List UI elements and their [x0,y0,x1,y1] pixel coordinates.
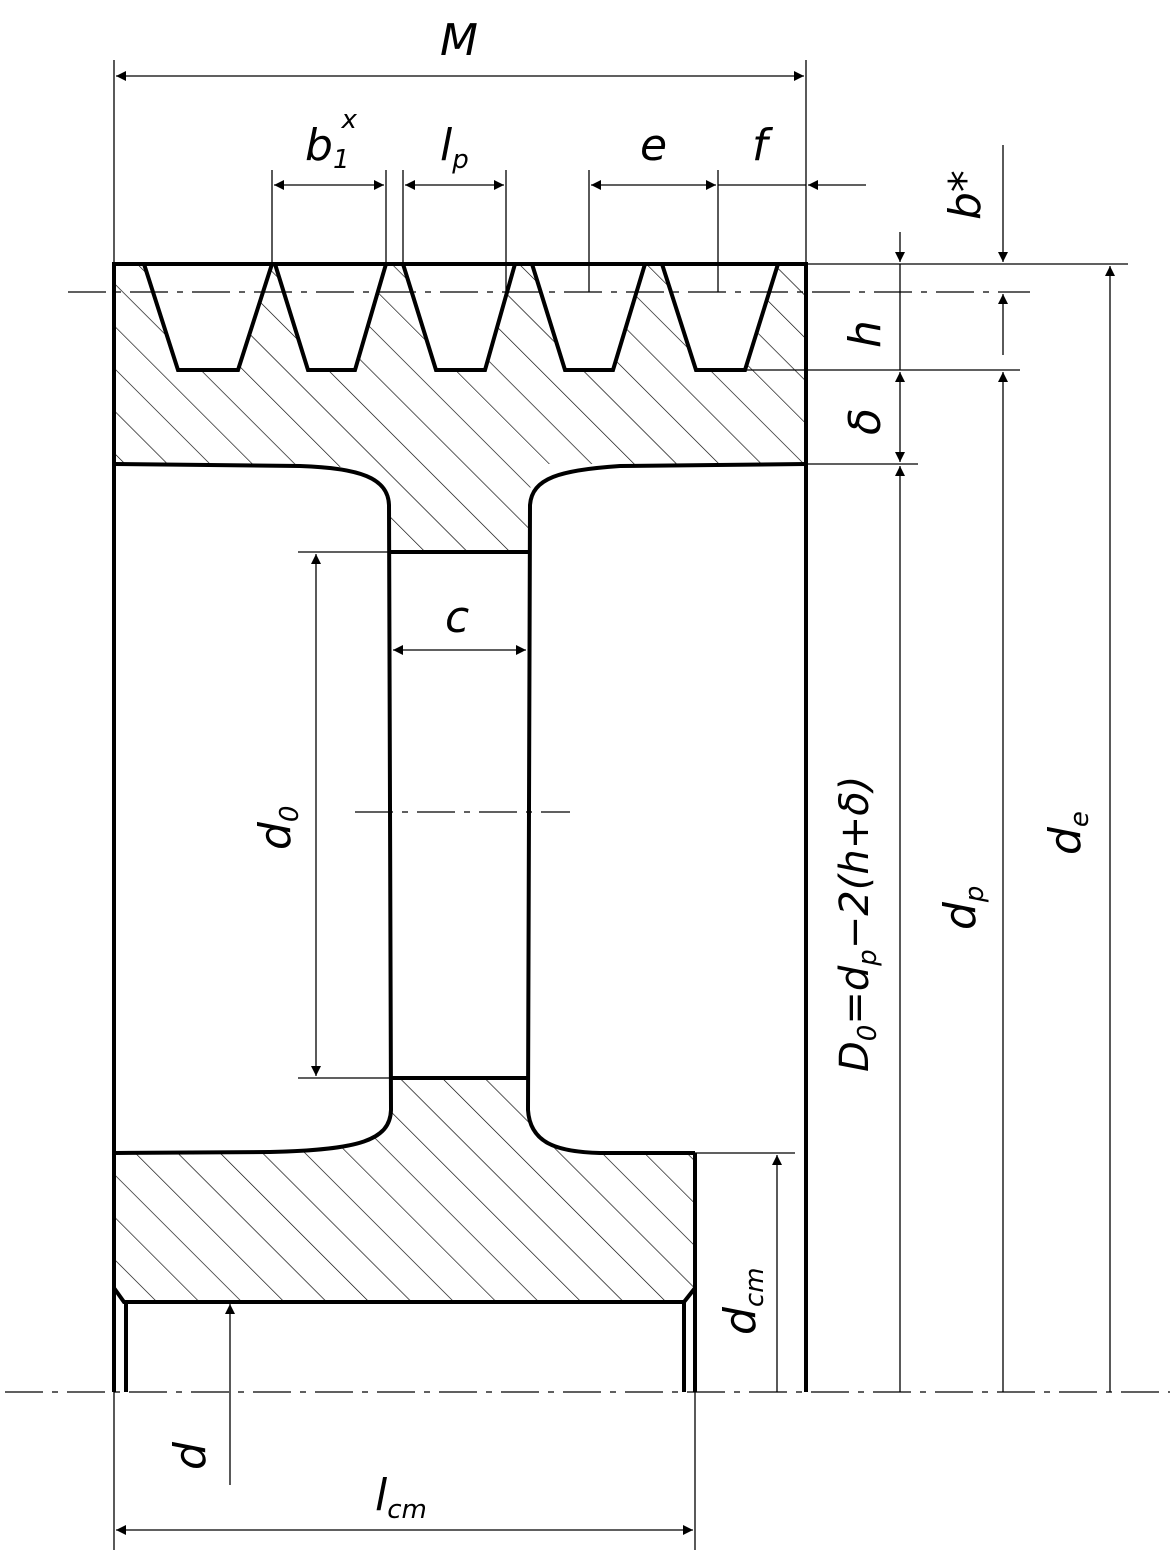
label-d: d [165,1441,216,1470]
label-dcm: dcm [715,1267,770,1335]
rim-hatch [114,264,806,552]
groove-5 [660,263,780,372]
groove-2 [273,263,388,372]
label-M: M [440,15,478,66]
label-delta: δ [840,408,891,435]
groove-4 [530,263,647,372]
hub-hatch [114,1078,695,1302]
rim-inner-left [113,462,394,1155]
label-d0: d0 [250,806,305,850]
label-c: c [445,592,469,643]
label-lp: lp [440,120,469,175]
label-h: h [840,320,891,348]
groove-3 [401,263,517,372]
rim-outline [112,262,808,1392]
groove-1 [142,263,274,372]
rim-inner-right [525,462,807,1155]
label-e: e [640,120,667,171]
label-f: f [752,120,774,171]
label-bstar: b* [940,170,991,220]
label-b1: b1x [305,105,357,175]
label-D0-formula: D0=dp−2(h+δ) [832,776,883,1072]
label-de: de [1040,811,1095,855]
label-lcm: lcm [375,1470,427,1525]
label-dp: dp [935,886,990,930]
